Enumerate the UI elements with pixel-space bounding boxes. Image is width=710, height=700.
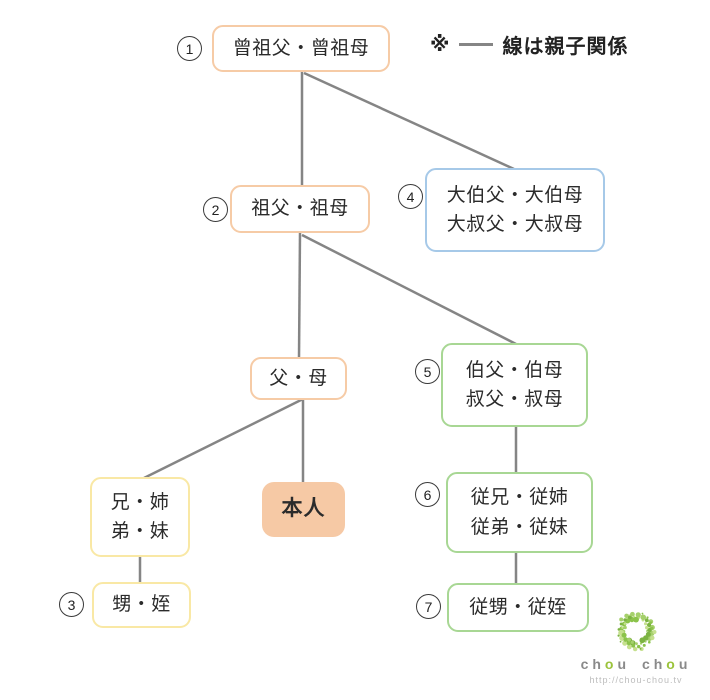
legend-label: 線は親子関係	[502, 36, 629, 58]
node-number-nephews-nieces: 3	[59, 592, 84, 617]
node-label: 弟・妹	[110, 521, 170, 542]
node-label: 甥・姪	[112, 594, 171, 616]
node-label: 叔父・叔母	[465, 389, 564, 410]
node-nephews-nieces: 甥・姪	[92, 582, 191, 628]
node-label: 兄・姉	[110, 491, 170, 513]
node-label: 伯父・伯母	[465, 359, 564, 381]
node-siblings: 兄・姉 弟・妹	[90, 477, 190, 557]
node-grandparents: 祖父・祖母	[230, 185, 370, 233]
chouchou-wreath	[617, 611, 657, 652]
node-number-cousins-children: 7	[416, 594, 441, 619]
edge-grandparents-parents	[297, 232, 302, 359]
node-number-cousins: 6	[415, 482, 440, 507]
node-number-granduncles-grandaunts: 4	[398, 184, 423, 209]
node-great-grandparents: 曾祖父・曾祖母	[212, 25, 390, 72]
node-number-uncles-aunts: 5	[415, 359, 440, 384]
node-label: 父・母	[269, 367, 328, 389]
node-label: 曾祖父・曾祖母	[232, 37, 370, 59]
node-label: 従弟・従妹	[470, 516, 569, 538]
node-number-grandparents: 2	[203, 197, 228, 222]
node-label: 祖父・祖母	[251, 198, 349, 220]
node-number-great-grandparents: 1	[177, 36, 202, 61]
node-self: 本人	[262, 482, 345, 537]
node-label: 本人	[281, 497, 326, 521]
node-uncles-aunts: 伯父・伯母 叔父・叔母	[441, 343, 588, 427]
legend: ※ 線は親子関係	[430, 30, 628, 59]
chouchou-logo-text: chou chou	[580, 656, 692, 672]
legend-note-mark: ※	[430, 34, 451, 56]
node-label: 従甥・従姪	[469, 596, 567, 618]
node-label: 大叔父・大叔母	[446, 214, 584, 235]
legend-line-sample	[459, 43, 494, 46]
node-cousins-children: 従甥・従姪	[447, 583, 589, 632]
node-cousins: 従兄・従姉 従弟・従妹	[446, 472, 593, 553]
edge-parents-siblings	[143, 397, 304, 480]
node-granduncles-grandaunts: 大伯父・大伯母 大叔父・大叔母	[425, 168, 605, 252]
node-label: 大伯父・大伯母	[446, 184, 584, 206]
chouchou-logo-url: http://chou-chou.tv	[589, 675, 683, 685]
node-label: 従兄・従姉	[470, 487, 569, 509]
node-parents: 父・母	[250, 357, 347, 400]
edge-greatgrandparents-granduncles	[303, 71, 515, 171]
chouchou-logo: chou chou http://chou-chou.tv	[570, 608, 702, 685]
